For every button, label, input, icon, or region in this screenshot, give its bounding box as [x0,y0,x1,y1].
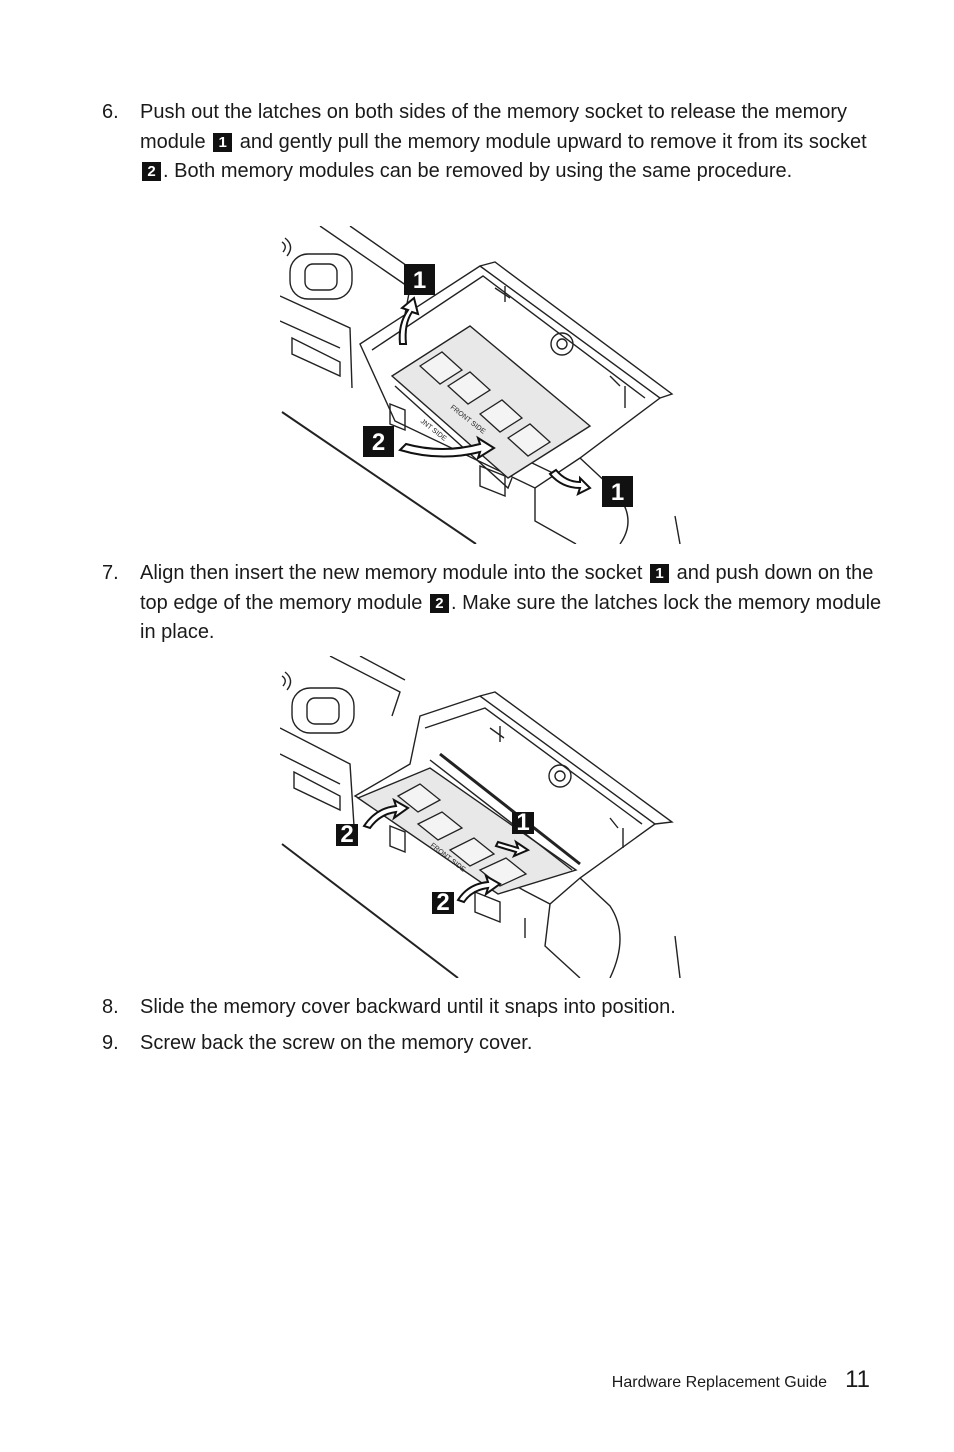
step-7: 7. Align then insert the new memory modu… [102,559,882,648]
callout-badge: 1 [213,132,233,152]
memory-module: FRONT SIDE [356,752,581,895]
step-number: 8. [102,996,119,1018]
svg-text:2: 2 [436,889,449,916]
arrow-latch-icon [548,468,592,496]
step-number: 7. [102,562,119,584]
callout-badge: 2 [429,593,449,613]
callout-2: 2 [363,426,394,457]
callout-badge: 1 [650,564,670,583]
svg-text:1: 1 [413,267,426,294]
svg-text:1: 1 [516,809,529,836]
step-8: 8. Slide the memory cover backward until… [102,993,882,1023]
svg-text:2: 2 [340,821,353,848]
callout-1-top: 1 [404,264,435,295]
callout-2-bottom: 2 [432,889,454,916]
step-9: 9. Screw back the screw on the memory co… [102,1029,882,1059]
step-number: 9. [102,1032,119,1054]
callout-1: 1 [512,809,534,836]
memory-module: JNT SIDE FRONT SIDE [390,325,592,490]
arrow-insert-icon [494,839,531,858]
step-number: 6. [102,101,119,123]
memory-insertion-illustration: FRONT SIDE 1 2 2 [280,656,681,978]
step-text: Push out the latches on both sides of th… [140,101,867,182]
memory-removal-illustration: JNT SIDE FRONT SIDE 1 2 1 [280,226,681,544]
step-text: Align then insert the new memory module … [140,562,882,643]
arrow-curve-icon [456,873,502,904]
callout-2-left: 2 [336,821,358,848]
footer-title: Hardware Replacement Guide [611,1374,827,1391]
callout-badge: 2 [142,162,161,181]
figure-insert-memory: FRONT SIDE 1 2 2 [280,656,695,978]
svg-text:1: 1 [611,479,624,506]
step-text: Screw back the screw on the memory cover… [140,1032,533,1054]
step-6: 6. Push out the latches on both sides of… [102,98,882,187]
arrow-up-icon [398,296,420,345]
page-number: 11 [845,1366,870,1393]
callout-1-bottom: 1 [602,476,633,507]
arrow-curve-icon [398,435,496,461]
step-text: Slide the memory cover backward until it… [140,996,676,1018]
svg-text:2: 2 [372,429,385,456]
arrow-curve-icon [362,797,410,830]
figure-remove-memory: JNT SIDE FRONT SIDE 1 2 1 [280,226,695,544]
